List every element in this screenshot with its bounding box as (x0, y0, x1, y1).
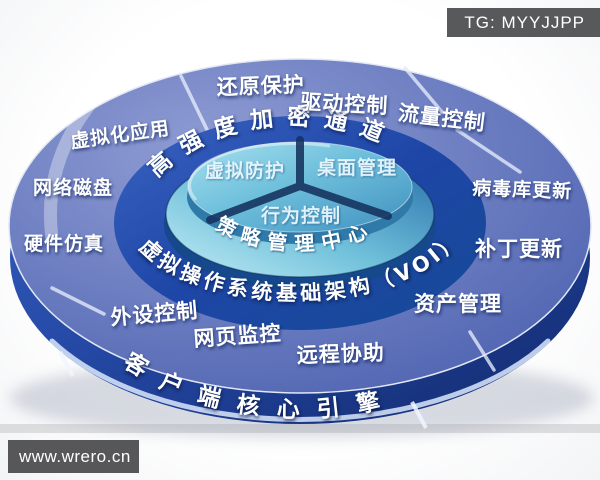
outer-label-asset-management: 资产管理 (414, 292, 502, 316)
ring-highlight (43, 91, 102, 245)
outer-label-drive-control: 驱动控制 (300, 90, 389, 119)
disc-divider-y (206, 136, 392, 224)
donut-3d: 虚拟防护 桌面管理 行为控制 策略管理中心 高强度加密通道 虚拟操作系统基础架构… (8, 58, 594, 438)
outer-label-remote-assistance: 远程协助 (296, 340, 385, 367)
segment-divider (410, 401, 428, 429)
segment-divider (455, 128, 522, 174)
segment-divider (179, 74, 214, 142)
website-watermark: www.wrero.cn (8, 440, 139, 473)
segment-divider (50, 286, 106, 316)
telegram-badge: TG: MYYJJPP (447, 8, 600, 37)
rim-edge-highlight (49, 338, 551, 422)
outer-label-hardware-emulation: 硬件仿真 (24, 232, 104, 255)
segment-divider (58, 351, 75, 377)
disc-label-virtual-protection: 虚拟防护 (205, 159, 285, 182)
outer-label-restore-protection: 还原保护 (215, 72, 305, 99)
disc-label-desktop-management: 桌面管理 (317, 156, 397, 179)
outer-label-patch-update: 补丁更新 (474, 237, 563, 261)
segment-divider (468, 330, 496, 372)
segment-dividers (50, 66, 522, 372)
outer-label-virus-db-update: 病毒库更新 (472, 176, 573, 202)
outer-label-network-disk: 网络磁盘 (33, 176, 113, 199)
segment-divider (403, 66, 444, 114)
disc-label-behavior-control: 行为控制 (260, 204, 341, 227)
